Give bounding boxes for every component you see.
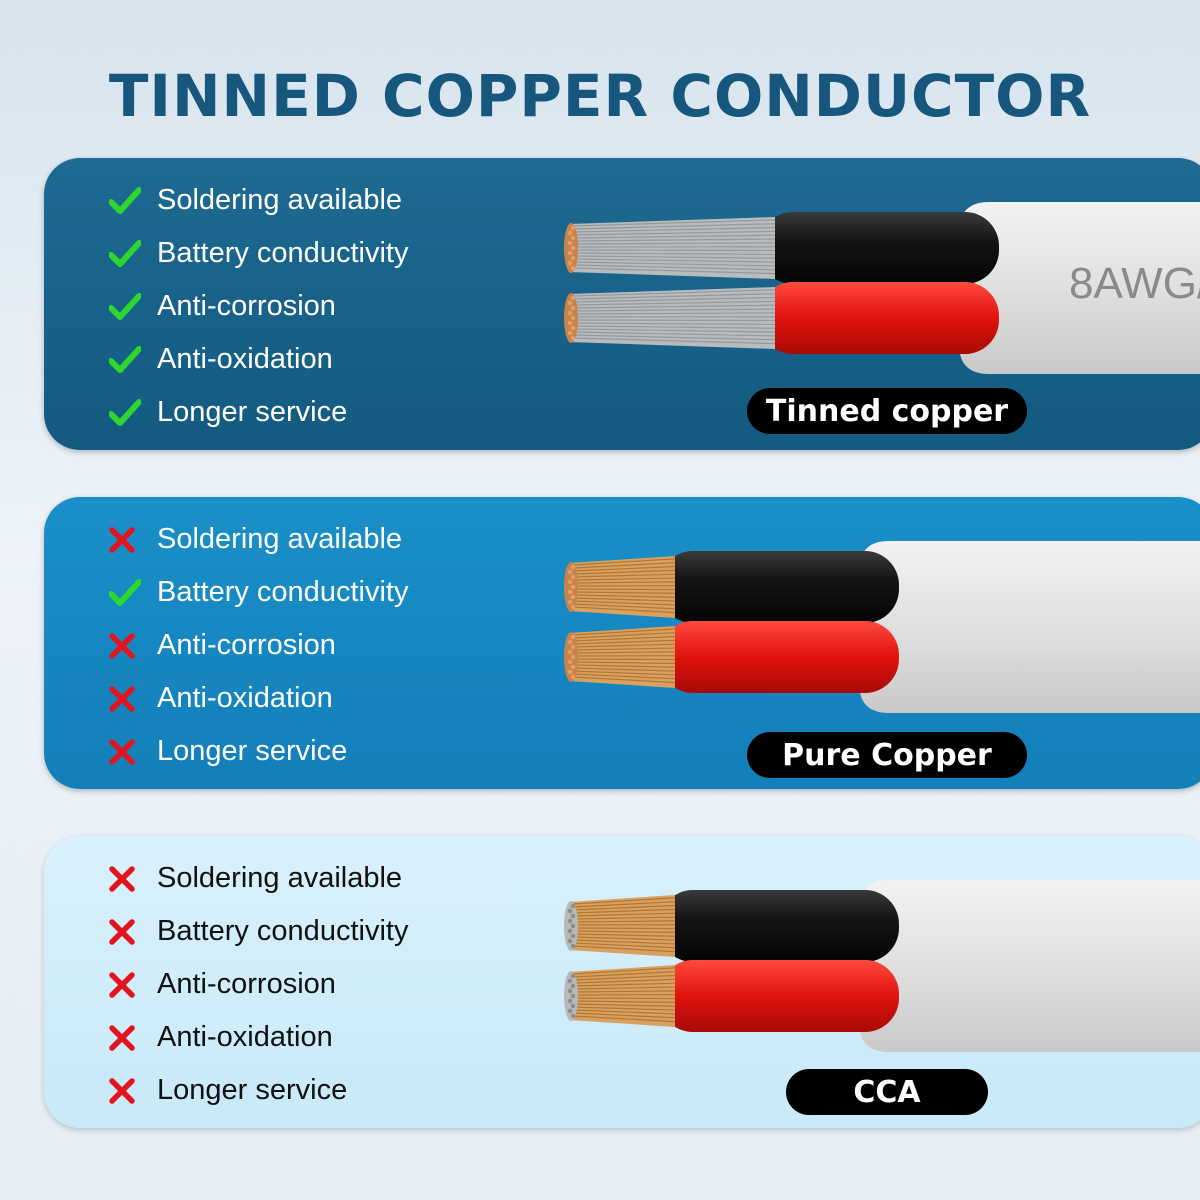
cross-icon bbox=[109, 526, 157, 553]
wire-insulation bbox=[759, 282, 999, 354]
cross-icon bbox=[109, 918, 157, 945]
feature-item: Longer service bbox=[109, 1064, 408, 1117]
panel-cca: Soldering available Battery conductivity… bbox=[44, 836, 1200, 1128]
feature-item: Battery conductivity bbox=[109, 905, 408, 958]
feature-item: Soldering available bbox=[109, 852, 408, 905]
feature-label: Anti-oxidation bbox=[157, 682, 333, 714]
feature-label: Battery conductivity bbox=[157, 915, 409, 947]
cable-illustration: 8AWG/2 bbox=[519, 198, 1200, 378]
cross-icon bbox=[109, 632, 157, 659]
feature-label: Anti-corrosion bbox=[157, 968, 336, 1000]
page-title: TINNED COPPER CONDUCTOR bbox=[108, 62, 1092, 130]
check-icon bbox=[109, 292, 157, 321]
feature-item: Anti-oxidation bbox=[109, 333, 408, 386]
cable-illustration bbox=[519, 876, 1200, 1056]
wire-insulation bbox=[659, 621, 899, 693]
feature-item: Longer service bbox=[109, 725, 408, 778]
cable-sheath bbox=[859, 880, 1200, 1052]
feature-item: Soldering available bbox=[109, 513, 408, 566]
feature-label: Battery conductivity bbox=[157, 576, 409, 608]
cross-icon bbox=[109, 971, 157, 998]
feature-item: Anti-corrosion bbox=[109, 280, 408, 333]
panel-pure-copper: Soldering available Battery conductivity… bbox=[44, 497, 1200, 789]
feature-label: Anti-oxidation bbox=[157, 343, 333, 375]
feature-label: Soldering available bbox=[157, 862, 403, 894]
feature-label: Longer service bbox=[157, 1074, 348, 1106]
panel-tinned-copper: Soldering available Battery conductivity… bbox=[44, 158, 1200, 450]
cable-illustration bbox=[519, 537, 1200, 717]
feature-item: Battery conductivity bbox=[109, 566, 408, 619]
cross-icon bbox=[109, 1024, 157, 1051]
cable-sheath bbox=[859, 541, 1200, 713]
check-icon bbox=[109, 578, 157, 607]
feature-item: Anti-corrosion bbox=[109, 958, 408, 1011]
check-icon bbox=[109, 398, 157, 427]
wire-insulation bbox=[759, 212, 999, 284]
jacket-print: 8AWG/2 bbox=[1069, 259, 1200, 308]
feature-list: Soldering available Battery conductivity… bbox=[109, 852, 408, 1117]
feature-item: Longer service bbox=[109, 386, 408, 439]
wire-insulation bbox=[659, 890, 899, 962]
feature-label: Anti-oxidation bbox=[157, 1021, 333, 1053]
feature-list: Soldering available Battery conductivity… bbox=[109, 174, 408, 439]
conductor-caption: CCA bbox=[786, 1069, 988, 1115]
cross-icon bbox=[109, 738, 157, 765]
feature-label: Soldering available bbox=[157, 523, 403, 555]
feature-list: Soldering available Battery conductivity… bbox=[109, 513, 408, 778]
feature-item: Soldering available bbox=[109, 174, 408, 227]
cable-sheath bbox=[959, 202, 1200, 374]
cross-icon bbox=[109, 1077, 157, 1104]
check-icon bbox=[109, 186, 157, 215]
cross-icon bbox=[109, 865, 157, 892]
feature-label: Soldering available bbox=[157, 184, 403, 216]
conductor-caption: Pure Copper bbox=[747, 732, 1027, 778]
feature-label: Longer service bbox=[157, 735, 348, 767]
check-icon bbox=[109, 345, 157, 374]
feature-item: Anti-oxidation bbox=[109, 1011, 408, 1064]
wire-insulation bbox=[659, 551, 899, 623]
feature-label: Anti-corrosion bbox=[157, 290, 336, 322]
wire-insulation bbox=[659, 960, 899, 1032]
feature-item: Anti-corrosion bbox=[109, 619, 408, 672]
feature-label: Anti-corrosion bbox=[157, 629, 336, 661]
feature-label: Longer service bbox=[157, 396, 348, 428]
cross-icon bbox=[109, 685, 157, 712]
check-icon bbox=[109, 239, 157, 268]
feature-item: Battery conductivity bbox=[109, 227, 408, 280]
feature-label: Battery conductivity bbox=[157, 237, 409, 269]
feature-item: Anti-oxidation bbox=[109, 672, 408, 725]
conductor-caption: Tinned copper bbox=[747, 388, 1027, 434]
